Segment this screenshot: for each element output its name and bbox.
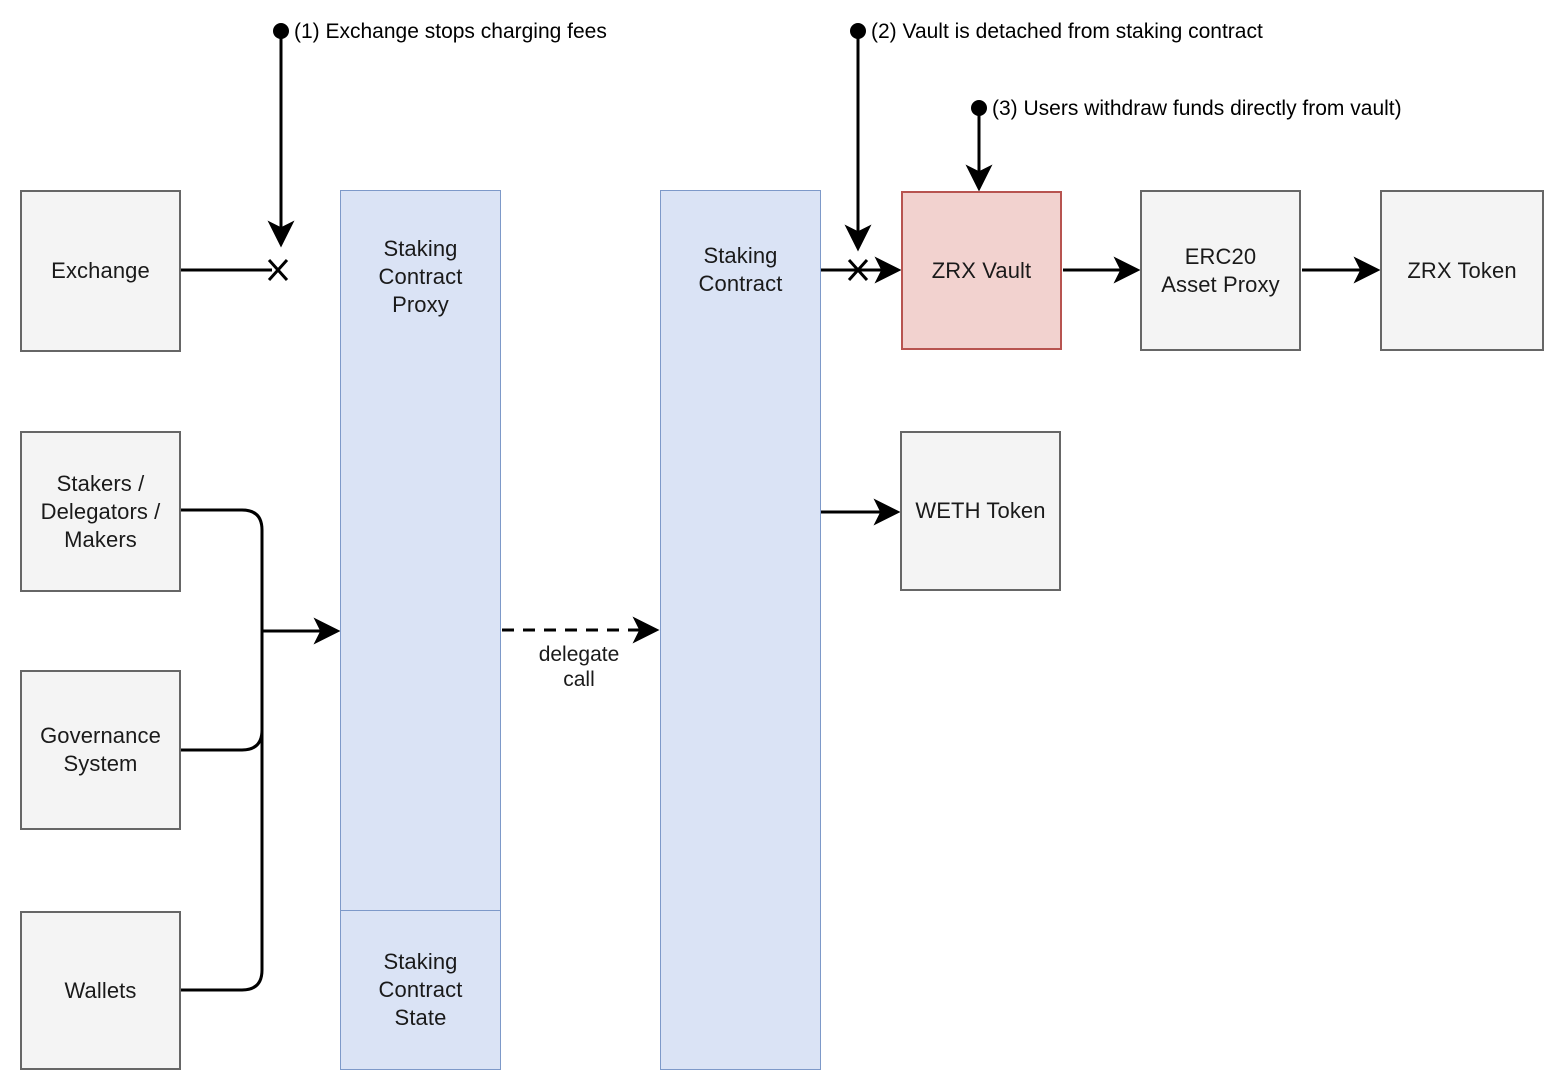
edge-users-bus-to-staking-proxy [181, 508, 264, 992]
node-staking-contract-proxy-label: Staking Contract Proxy [378, 235, 463, 317]
callout-3-text: (3) Users withdraw funds directly from v… [992, 97, 1402, 120]
node-exchange[interactable]: Exchange [20, 190, 181, 352]
node-governance-system[interactable]: Governance System [20, 670, 181, 830]
edge-exchange-to-staking-proxy [181, 258, 289, 282]
node-zrx-token[interactable]: ZRX Token [1380, 190, 1544, 351]
node-erc20-asset-proxy[interactable]: ERC20 Asset Proxy [1140, 190, 1301, 351]
edge-staking-contract-to-zrx-vault [821, 256, 902, 284]
edge-label-delegate-call: delegate call [538, 643, 620, 691]
callout-1-connector [267, 23, 295, 248]
node-stakers-delegators-makers[interactable]: Stakers / Delegators / Makers [20, 431, 181, 592]
node-staking-contract-proxy[interactable]: Staking Contract Proxy [340, 190, 501, 912]
callout-3-connector [965, 100, 993, 192]
node-zrx-token-label: ZRX Token [1407, 257, 1517, 283]
node-staking-contract-label: Staking Contract [698, 243, 783, 296]
node-wallets[interactable]: Wallets [20, 911, 181, 1070]
node-stakers-delegators-makers-label: Stakers / Delegators / Makers [40, 470, 161, 552]
node-governance-system-label: Governance System [40, 723, 161, 776]
node-weth-token-label: WETH Token [915, 498, 1046, 523]
callout-1-text: (1) Exchange stops charging fees [294, 20, 607, 43]
node-erc20-asset-proxy-label: ERC20 Asset Proxy [1161, 243, 1280, 297]
node-staking-contract-state-label: Staking Contract State [378, 949, 463, 1030]
node-weth-token[interactable]: WETH Token [900, 431, 1061, 591]
node-staking-contract-state[interactable]: Staking Contract State [340, 910, 501, 1070]
node-exchange-label: Exchange [51, 258, 150, 283]
node-staking-contract[interactable]: Staking Contract [660, 190, 821, 1070]
node-zrx-vault-label: ZRX Vault [931, 257, 1032, 283]
node-wallets-label: Wallets [64, 977, 137, 1003]
node-zrx-vault[interactable]: ZRX Vault [901, 191, 1062, 350]
callout-2-text: (2) Vault is detached from staking contr… [871, 20, 1263, 43]
callout-2-connector [844, 23, 872, 252]
